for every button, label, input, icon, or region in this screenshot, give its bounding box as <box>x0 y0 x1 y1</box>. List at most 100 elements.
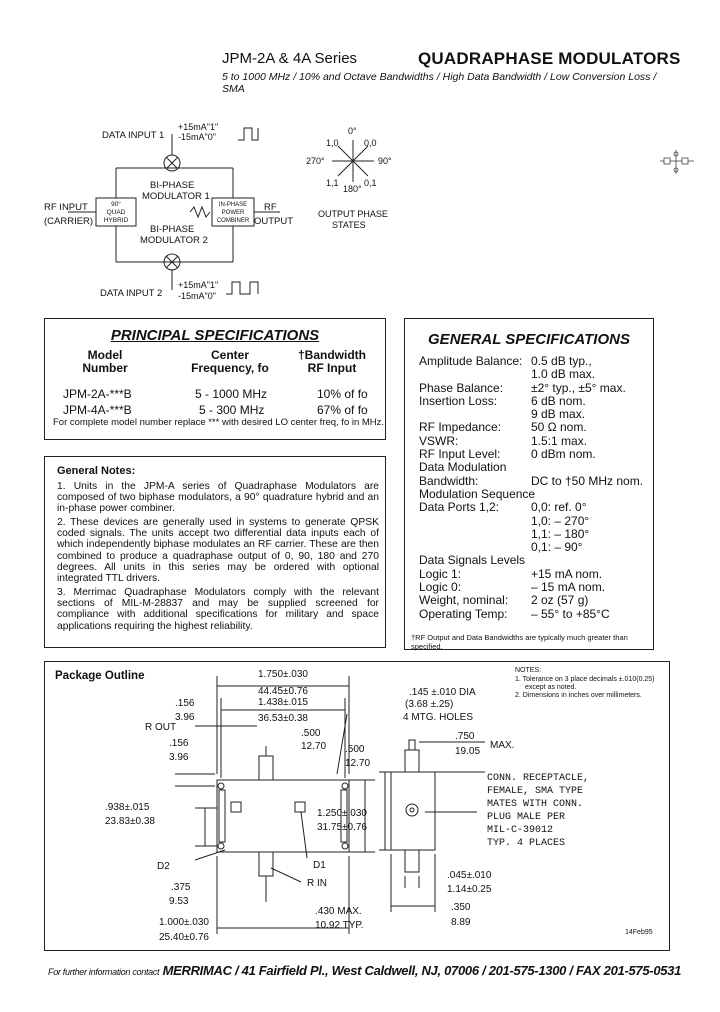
phase-90-label: 90° <box>378 156 392 166</box>
spec-label: Phase Balance: <box>419 380 504 395</box>
package-outline-box: Package Outline <box>44 661 670 951</box>
phase-180-label: 180° <box>343 184 362 194</box>
package-body <box>216 779 350 853</box>
state-10-label: 1,0 <box>326 138 339 148</box>
phase-states-label-1: OUTPUT PHASE <box>318 209 388 219</box>
principal-specs-note: For complete model number replace *** wi… <box>53 417 385 428</box>
series-title: JPM-2A & 4A Series <box>222 50 358 67</box>
spec-label: RF Input Level: <box>419 447 501 462</box>
logic-1-bot: +15mA"1" <box>178 280 218 290</box>
dim-045: .045±.010 <box>447 870 492 881</box>
dim-3175: 31.75±0.76 <box>317 822 367 833</box>
general-specs-footnote: †RF Output and Data Bandwidths are typic… <box>411 633 628 651</box>
hybrid-label-3: HYBRID <box>104 217 129 224</box>
data-input-1-label: DATA INPUT 1 <box>102 130 164 141</box>
footer-contact: For further information contact MERRIMAC… <box>48 963 681 978</box>
note-item: 2. These devices are generally used in s… <box>57 517 379 585</box>
dim-145: .145 ±.010 DIA <box>409 687 476 698</box>
dim-mtg-holes: 4 MTG. HOLES <box>403 712 473 723</box>
spec-value: ±2° typ., ±5° max. <box>531 380 626 395</box>
dim-396b: 3.96 <box>169 752 189 763</box>
document-title: QUADRAPHASE MODULATORS <box>418 49 681 68</box>
table-cell: 67% of fo <box>317 403 368 417</box>
biphase-1-label-a: BI-PHASE <box>150 180 194 191</box>
biphase-1-label-b: MODULATOR 1 <box>142 191 210 202</box>
table-cell: 5 - 300 MHz <box>199 403 265 417</box>
package-outline-title: Package Outline <box>55 670 145 682</box>
output-label: OUTPUT <box>254 216 293 227</box>
drawing-date: 14Feb95 <box>625 929 653 936</box>
spec-value: +15 mA nom. <box>531 566 603 581</box>
phase-states-label-2: STATES <box>332 220 366 230</box>
spec-value: 0,0: ref. 0° <box>531 500 587 515</box>
combiner-label-2: POWER <box>222 210 245 216</box>
spec-value: 1,0: – 270° <box>531 513 590 528</box>
combiner-label-1: IN-PHASE <box>219 202 247 208</box>
dim-2540: 25.40±0.76 <box>159 932 209 943</box>
pkg-notes-title: NOTES: <box>515 667 541 674</box>
phase-0-label: 0° <box>348 126 357 136</box>
dim-1270a: 12.70 <box>301 741 326 752</box>
dim-938: .938±.015 <box>105 802 150 813</box>
spec-label: Data Ports 1,2: <box>419 500 500 515</box>
dim-156b: .156 <box>169 738 189 749</box>
dim-889: 8.89 <box>451 917 471 928</box>
spec-value: 1,1: – 180° <box>531 526 590 541</box>
general-specs-title: GENERAL SPECIFICATIONS <box>428 331 630 348</box>
dim-1250: 1.250±.030 <box>317 808 367 819</box>
dim-1905: 19.05 <box>455 746 480 757</box>
rf-output-label: RF <box>264 202 277 213</box>
dim-750: .750 <box>455 731 475 742</box>
rf-input-label: RF INPUT <box>44 202 88 213</box>
package-drawing: 1.750±.030 44.45±0.76 1.438±.015 36.53±0… <box>105 667 655 943</box>
general-notes-title: General Notes: <box>57 465 136 477</box>
spec-label: Bandwidth: <box>419 473 479 488</box>
dim-1270b: 12.70 <box>345 758 370 769</box>
biphase-2-label-a: BI-PHASE <box>150 224 194 235</box>
phase-star <box>332 140 374 182</box>
spec-value: 1.5:1 max. <box>531 433 588 448</box>
general-specifications-box: GENERAL SPECIFICATIONS Amplitude Balance… <box>404 318 654 651</box>
conn-note-2: FEMALE, SMA TYPE <box>487 786 583 797</box>
label-d2: D2 <box>157 861 170 872</box>
dim-953: 9.53 <box>169 896 189 907</box>
dim-4445: 44.45±0.76 <box>258 686 308 697</box>
conn-note-1: CONN. RECEPTACLE, <box>487 773 589 784</box>
general-notes-box: General Notes: 1. Units in the JPM-A ser… <box>44 456 386 648</box>
spec-value: 9 dB max. <box>531 407 586 422</box>
label-r-in: R IN <box>307 878 327 889</box>
spec-label: Weight, nominal: <box>419 593 509 608</box>
spec-label: Data Modulation <box>419 460 507 475</box>
subtitle: 5 to 1000 MHz / 10% and Octave Bandwidth… <box>222 71 657 95</box>
spec-label: Amplitude Balance: <box>419 354 523 368</box>
conn-note-6: TYP. 4 PLACES <box>487 838 565 849</box>
state-01-label: 0,1 <box>364 178 377 188</box>
biphase-2-label-b: MODULATOR 2 <box>140 235 208 246</box>
conn-note-3: MATES WITH CONN. <box>487 799 583 810</box>
state-00-label: 0,0 <box>364 138 377 148</box>
spec-value: 50 Ω nom. <box>531 420 587 435</box>
logic-0-bot: -15mA"0" <box>178 291 216 301</box>
dim-350: .350 <box>451 902 471 913</box>
spec-label: Data Signals Levels <box>419 553 526 568</box>
spec-value: 0,1: – 90° <box>531 540 583 555</box>
phase-270-label: 270° <box>306 156 325 166</box>
table-cell: 10% of fo <box>317 387 368 401</box>
state-11-label: 1,1 <box>326 178 339 188</box>
dim-1750: 1.750±.030 <box>258 669 308 680</box>
spec-label: Logic 1: <box>419 566 462 581</box>
spec-label: Logic 0: <box>419 580 462 595</box>
note-item: 1. Units in the JPM-A series of Quadraph… <box>57 481 379 515</box>
carrier-label: (CARRIER) <box>44 216 93 227</box>
dim-368: (3.68 ±.25) <box>405 699 453 710</box>
spec-value: 6 dB nom. <box>531 393 586 408</box>
table-cell: 5 - 1000 MHz <box>195 387 268 401</box>
pkg-note-1: 1. Tolerance on 3 place decimals ±.010(0… <box>515 676 655 683</box>
dim-max: MAX. <box>490 740 514 751</box>
footer-prefix: For further information contact <box>48 967 160 977</box>
dim-1438: 1.438±.015 <box>258 697 308 708</box>
table-cell: JPM-2A-***B <box>63 387 132 401</box>
pkg-note-1b: except as noted. <box>525 684 576 691</box>
